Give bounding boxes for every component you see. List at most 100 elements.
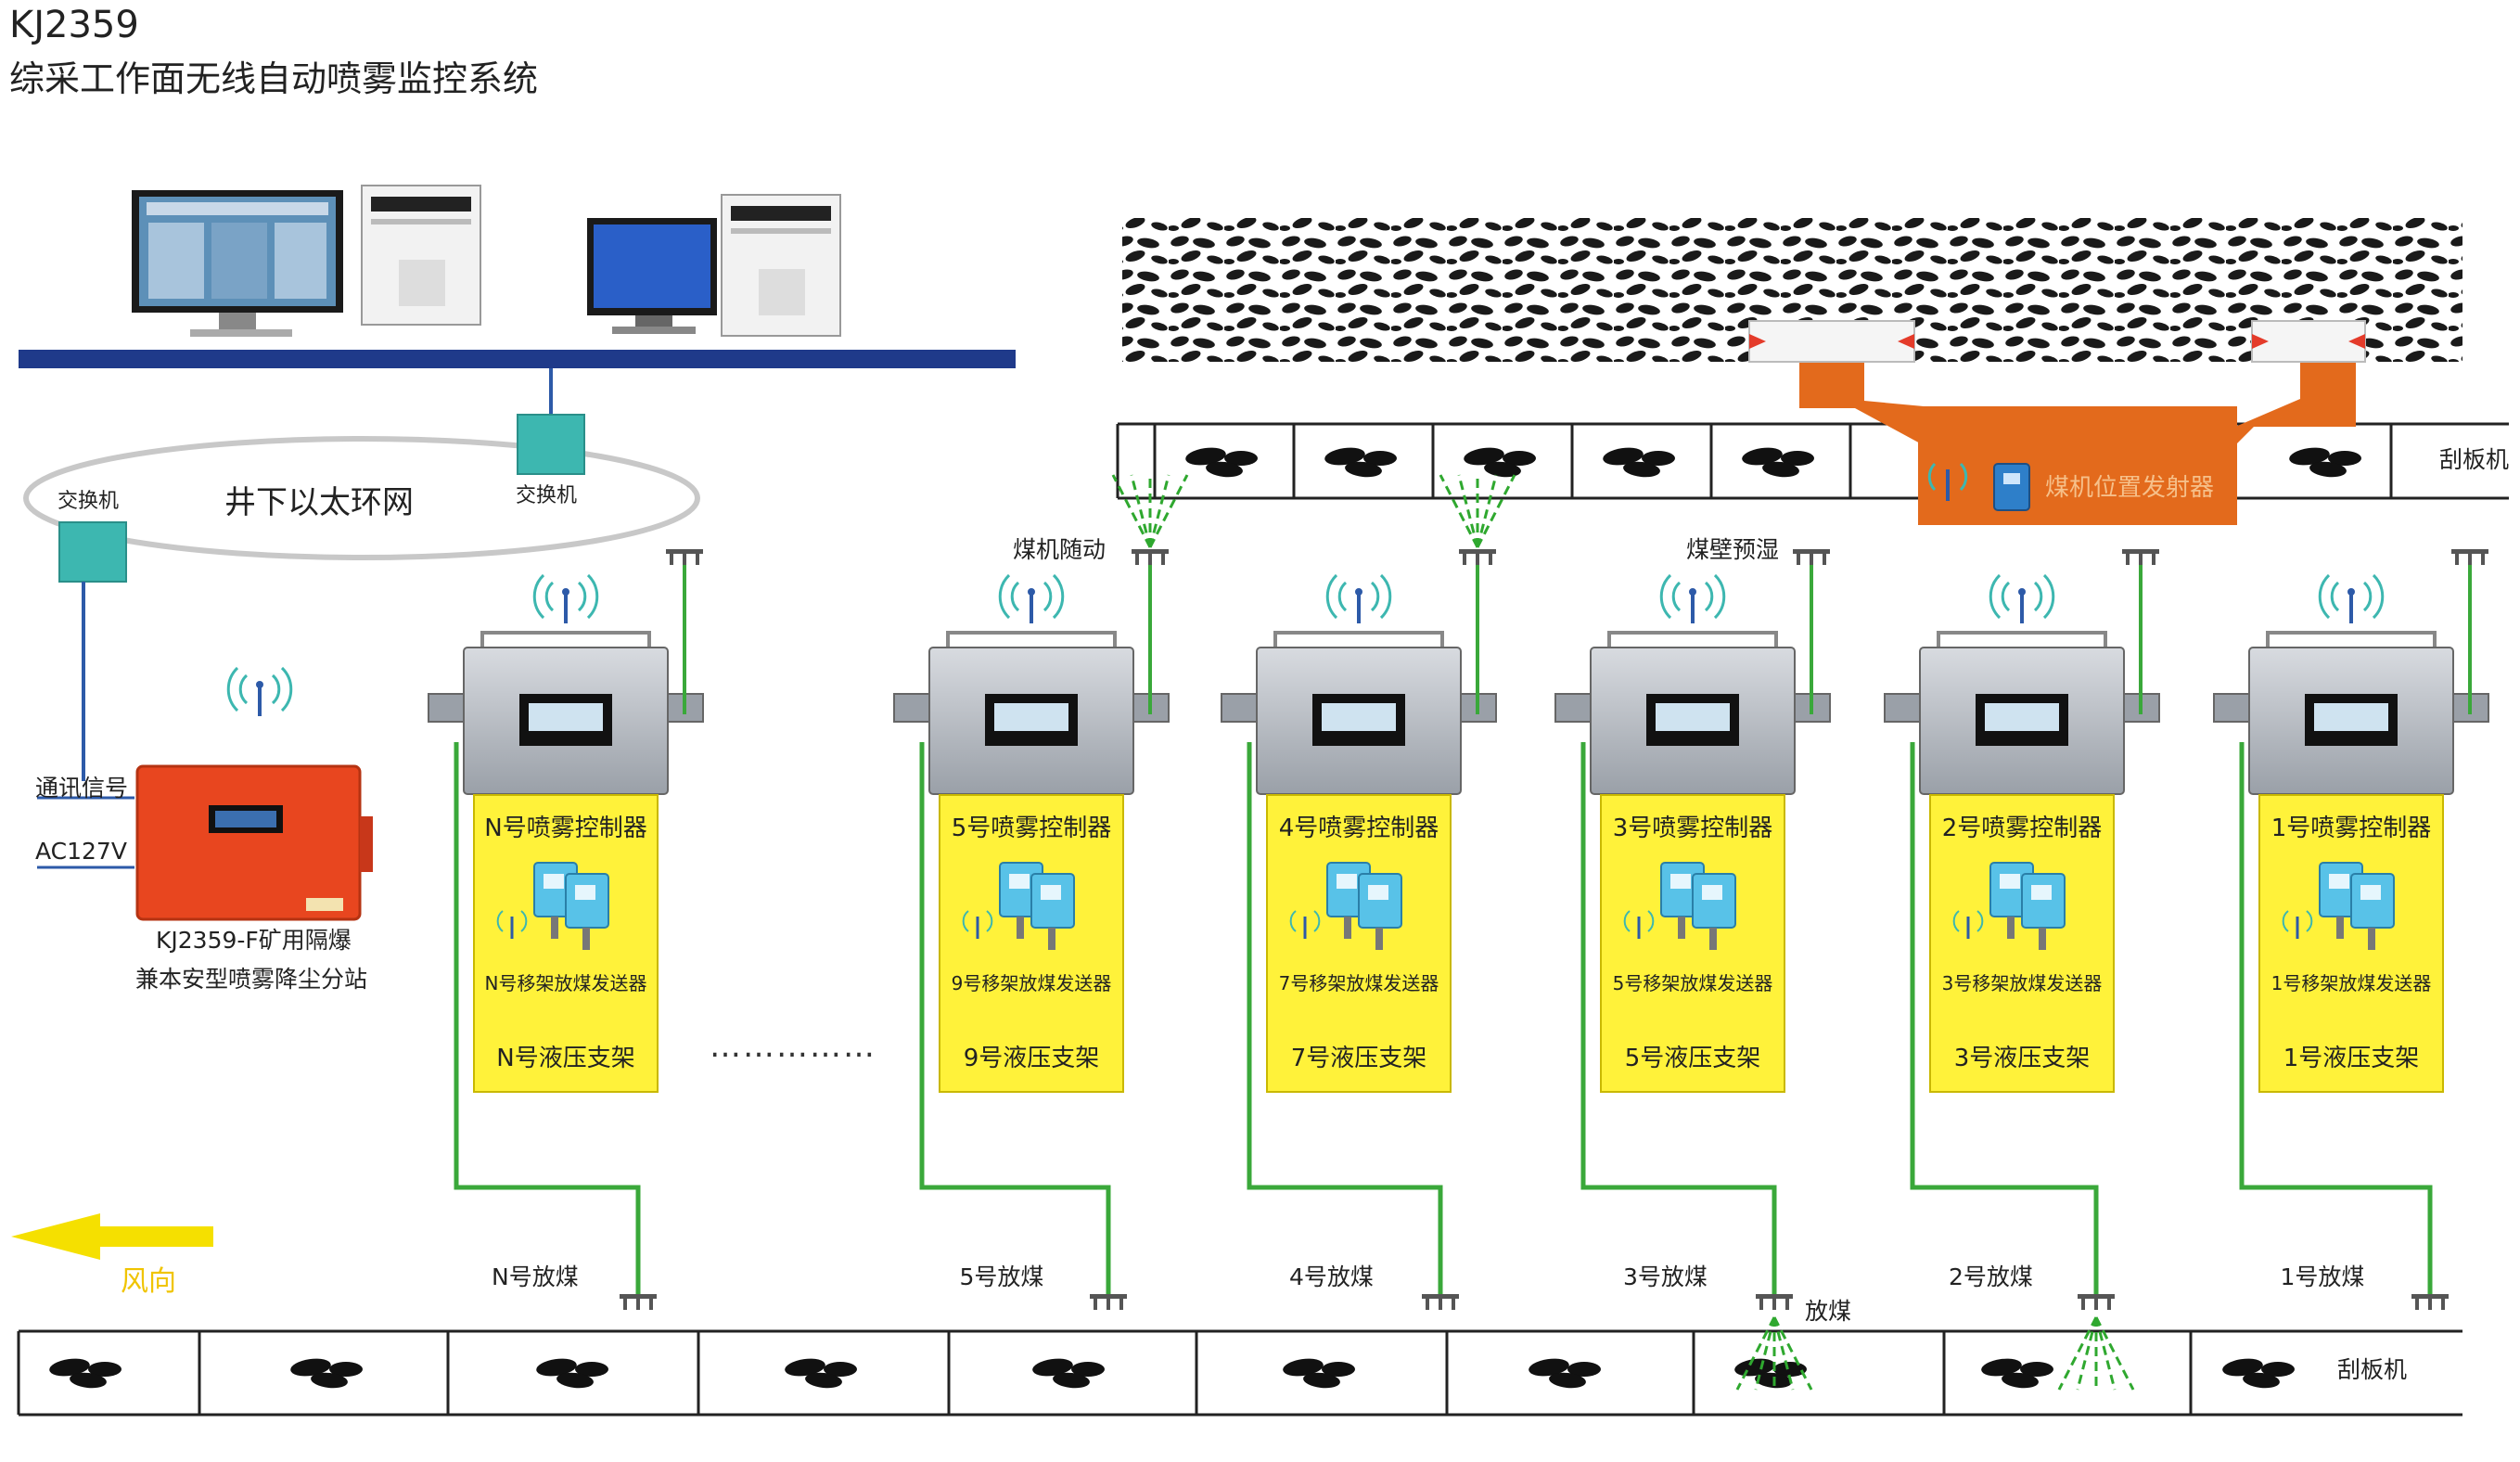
spray-cable [2239, 742, 2433, 1294]
release-label: N号放煤 [492, 1263, 579, 1290]
wind-label: 风向 [121, 1265, 176, 1298]
spray-controller-box [1884, 631, 2160, 795]
spray-substation [135, 764, 373, 921]
support-label: 7号液压支架 [1290, 1045, 1427, 1072]
monitoring-computer-1 [132, 185, 481, 337]
coal-lump-icon [1032, 1358, 1105, 1389]
spray-nozzle-icon [2122, 549, 2159, 565]
spray-controller-box [2213, 631, 2489, 795]
wifi-icon [226, 666, 293, 716]
support-label: N号液压支架 [496, 1045, 635, 1072]
upper-conveyor-label: 刮板机 [2439, 446, 2510, 473]
spray-controller-box [893, 631, 1170, 795]
support-label: 5号液压支架 [1624, 1045, 1761, 1072]
spray-nozzle-icon [2078, 1294, 2115, 1310]
sender-device-icon [1952, 862, 2066, 950]
sender-device-icon [1623, 862, 1736, 950]
lower-conveyor-label: 刮板机 [2337, 1356, 2408, 1383]
system-title: 综采工作面无线自动喷雾监控系统 [9, 58, 539, 99]
coal-lump-icon [1324, 447, 1397, 478]
coal-lump-icon [1529, 1358, 1601, 1389]
spray-cable [1580, 742, 1777, 1294]
spray-label: 放煤 [1805, 1298, 1852, 1325]
release-label: 5号放煤 [959, 1263, 1044, 1290]
coal-lump-icon [536, 1358, 608, 1389]
controller-label: 5号喷雾控制器 [951, 814, 1112, 842]
signal-label: 通讯信号 [35, 775, 129, 802]
ethernet-ring [23, 436, 700, 560]
monitoring-computer-2 [587, 194, 841, 337]
controller-label: 4号喷雾控制器 [1278, 814, 1439, 842]
sender-label: 7号移架放煤发送器 [1278, 972, 1439, 994]
controller-label: N号喷雾控制器 [484, 814, 647, 842]
spray-nozzle-icon [1756, 1294, 1793, 1310]
system-model: KJ2359 [9, 4, 139, 46]
spray-controller-box [428, 631, 704, 795]
hydraulic-support-card: N号喷雾控制器 N号移架放煤发送器 N号液压支架 [473, 794, 659, 1093]
coal-lump-icon [49, 1358, 122, 1389]
spray-nozzle-icon [1793, 549, 1830, 565]
spray-nozzle-icon [666, 549, 703, 565]
substation-name-2: 兼本安型喷雾降尘分站 [135, 966, 368, 993]
spray-nozzle-icon [1459, 549, 1496, 565]
support-label: 9号液压支架 [963, 1045, 1100, 1072]
ring-label: 井下以太环网 [224, 484, 414, 521]
wifi-icon [2318, 573, 2385, 623]
spray-nozzle-icon [620, 1294, 657, 1310]
spray-cable [919, 742, 1111, 1294]
coal-lump-icon [1742, 447, 1814, 478]
upper-nozzles [1793, 549, 1830, 714]
spray-controller-box [1554, 631, 1831, 795]
sender-label: 3号移架放煤发送器 [1941, 972, 2103, 994]
hydraulic-support-card: 4号喷雾控制器 7号移架放煤发送器 7号液压支架 [1266, 794, 1452, 1093]
release-label: 1号放煤 [2280, 1263, 2365, 1290]
switch-left-label: 交换机 [58, 490, 120, 513]
coal-lump-icon [1185, 447, 1258, 478]
follow-spray-label: 煤机随动 [1013, 536, 1106, 563]
controller-label: 3号喷雾控制器 [1612, 814, 1773, 842]
support-label: 1号液压支架 [2283, 1045, 2420, 1072]
wifi-icon [1989, 573, 2055, 623]
sender-label: 5号移架放煤发送器 [1612, 972, 1773, 994]
release-label: 3号放煤 [1623, 1263, 1708, 1290]
coal-lump-icon [2289, 447, 2361, 478]
spray-cable [454, 742, 641, 1294]
wifi-icon [998, 573, 1065, 623]
coal-lump-icon [1283, 1358, 1355, 1389]
sender-device-icon [496, 862, 609, 950]
wifi-icon [1325, 573, 1392, 623]
release-label: 4号放煤 [1289, 1263, 1374, 1290]
hydraulic-support-card: 2号喷雾控制器 3号移架放煤发送器 3号液压支架 [1929, 794, 2115, 1093]
sender-device-icon [962, 862, 1075, 950]
spray-nozzle-icon [2451, 549, 2488, 565]
coal-lump-icon [1464, 447, 1536, 478]
network-bus-bar [19, 350, 1016, 368]
switch-right [517, 414, 585, 475]
sender-device-icon [1289, 862, 1402, 950]
controller-label: 2号喷雾控制器 [1941, 814, 2103, 842]
wifi-icon [1659, 573, 1726, 623]
spray-cable [1247, 742, 1443, 1294]
spray-controller-box [1221, 631, 1497, 795]
ellipsis: …………… [710, 1028, 876, 1065]
support-label: 3号液压支架 [1953, 1045, 2091, 1072]
substation-name-1: KJ2359-F矿用隔爆 [156, 927, 352, 954]
spray-nozzle-icon [1090, 1294, 1127, 1310]
shearer-position-emitter [1748, 320, 2366, 525]
emitter-label: 煤机位置发射器 [2045, 474, 2215, 502]
hydraulic-support-card: 3号喷雾控制器 5号移架放煤发送器 5号液压支架 [1600, 794, 1785, 1093]
switch-right-label: 交换机 [516, 484, 578, 507]
coal-lump-icon [2222, 1358, 2295, 1389]
spray-mist-icon [1735, 1316, 1813, 1391]
power-label: AC127V [35, 838, 127, 865]
sender-label: 1号移架放煤发送器 [2271, 972, 2432, 994]
sender-label: N号移架放煤发送器 [484, 972, 647, 994]
spray-mist-icon [1439, 474, 1516, 548]
coal-lump-icon [1603, 447, 1675, 478]
spray-mist-icon [2057, 1316, 2135, 1391]
coal-lump-icon [785, 1358, 857, 1389]
upper-conveyor [1116, 424, 2393, 498]
wall-wet-label: 煤壁预湿 [1686, 536, 1780, 563]
